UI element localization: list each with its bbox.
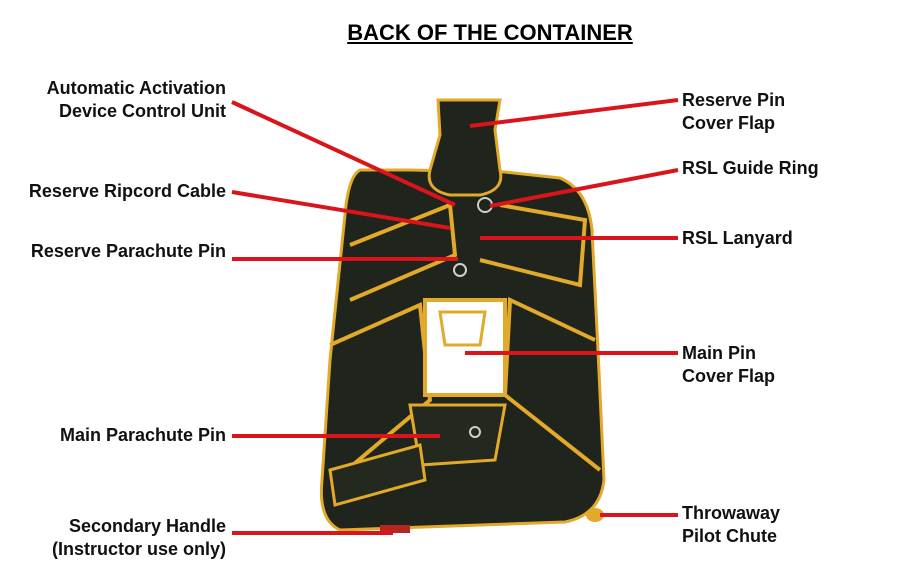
label-reserve-flap-line2: Cover Flap [682,113,776,133]
label-pilot-chute-line1: Throwaway [682,503,781,523]
pilot-chute-shape [586,508,604,522]
leader-lines [231,98,679,535]
label-secondary-handle-line1: Secondary Handle [68,516,226,536]
label-reserve-pin: Reserve Parachute Pin [31,240,226,263]
label-main-flap-line1: Main Pin [682,343,757,363]
label-rsl-ring-line1: RSL Guide Ring [682,158,819,178]
bridle-strap [328,443,427,507]
leader-rsl-ring [489,168,679,208]
trim-strap-right [479,203,588,288]
secondary-handle-shape [380,525,410,533]
trim-lower-right [502,296,602,472]
label-pilot-chute: Throwaway Pilot Chute [682,502,780,548]
label-reserve-pin-line1: Reserve Parachute Pin [30,241,226,261]
label-rsl-lanyard-line1: RSL Lanyard [682,228,793,248]
label-main-pin: Main Parachute Pin [60,424,226,447]
reserve-flap-shape [427,98,503,197]
leader-reserve-flap [469,98,679,128]
label-ripcord: Reserve Ripcord Cable [29,180,226,203]
diagram-title: BACK OF THE CONTAINER [347,20,633,45]
label-pilot-chute-line2: Pilot Chute [682,526,777,546]
label-rsl-lanyard: RSL Lanyard [682,227,793,250]
trim-strap-left [349,202,458,302]
reserve-pin-shape [453,263,467,277]
label-aad-line2: Device Control Unit [58,101,226,121]
label-ripcord-line1: Reserve Ripcord Cable [28,181,226,201]
leader-ripcord [231,190,451,230]
label-rsl-ring: RSL Guide Ring [682,157,819,180]
label-main-flap: Main Pin Cover Flap [682,342,775,388]
main-flap-tab [438,310,487,347]
label-secondary-handle: Secondary Handle (Instructor use only) [52,515,226,561]
label-main-pin-line1: Main Parachute Pin [59,425,226,445]
leader-aad [231,100,456,207]
label-reserve-flap-line1: Reserve Pin [682,90,786,110]
label-reserve-flap: Reserve Pin Cover Flap [682,89,785,135]
label-secondary-handle-line2: (Instructor use only) [51,539,226,559]
main-pin-shape [469,426,481,438]
label-aad: Automatic Activation Device Control Unit [47,77,226,123]
label-aad-line1: Automatic Activation [46,78,226,98]
label-main-flap-line2: Cover Flap [682,366,776,386]
